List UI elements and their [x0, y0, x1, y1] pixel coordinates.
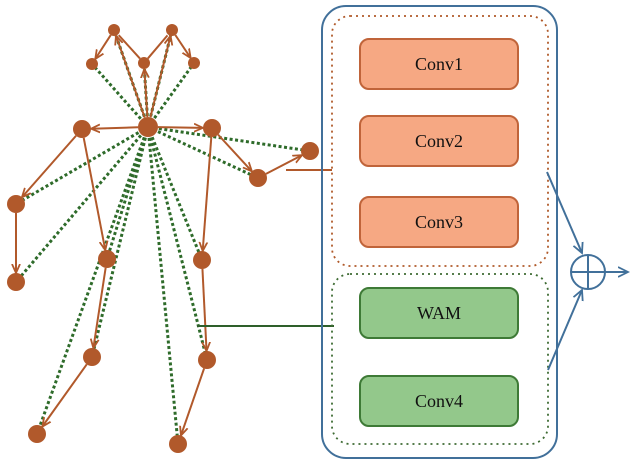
bone-lshoulder-lelbow — [23, 135, 77, 197]
skeleton-to-panel-connectors — [197, 169, 334, 327]
spatial-link-relbow — [146, 126, 204, 261]
skeleton-bones — [16, 35, 301, 435]
conv4-box — [359, 375, 519, 427]
fusion-arrow-lower — [547, 290, 582, 371]
bone-rknee-rfoot — [181, 368, 206, 435]
bone-lshoulder-lhip — [82, 137, 105, 249]
conv1-block: Conv1 — [359, 38, 519, 90]
panel-border — [321, 5, 558, 459]
conv2-box — [359, 115, 519, 167]
joint-lwrist — [7, 273, 25, 291]
bone-lknee-lfoot — [43, 363, 88, 426]
joint-lelbow — [7, 195, 25, 213]
wam-label: WAM — [417, 303, 461, 323]
spatial-link-rhand — [147, 125, 259, 180]
bone-rshoulder-relbow — [203, 136, 213, 250]
joint-headLL — [86, 58, 98, 70]
wam-box — [359, 287, 519, 339]
spatial-link-lwrist — [14, 126, 150, 283]
spatial-link-rfoot — [146, 126, 180, 445]
bone-headL-headLL — [96, 34, 112, 58]
conv4-label: Conv4 — [415, 391, 463, 411]
skeleton-joints — [7, 24, 319, 453]
joint-rfoot — [169, 435, 187, 453]
joint-headL — [108, 24, 120, 36]
conv4-block: Conv4 — [359, 375, 519, 427]
bone-center-headL — [116, 37, 146, 118]
conv2-block: Conv2 — [359, 115, 519, 167]
joint-lknee — [83, 348, 101, 366]
fusion — [546, 171, 628, 371]
bone-headC-headL — [117, 34, 141, 60]
joint-lshoulder — [73, 120, 91, 138]
bone-headC-headR — [147, 34, 169, 60]
bone-lhip-lknee — [94, 267, 107, 347]
spatial-link-headLL — [90, 63, 150, 128]
bone-headR-headRR — [174, 34, 190, 57]
joint-rshoulder — [203, 119, 221, 137]
skeleton-graph — [7, 24, 319, 453]
wam-block: WAM — [359, 287, 519, 339]
bone-center-rshoulder — [157, 127, 202, 128]
bone-center-headR — [149, 37, 170, 118]
circle-plus-icon — [570, 254, 606, 290]
fusion-arrow-upper — [546, 171, 582, 253]
conv1-box — [359, 38, 519, 90]
spatial-link-rknee — [146, 126, 209, 361]
joint-headRR — [188, 57, 200, 69]
spatial-links — [14, 29, 311, 445]
green-group-outline — [331, 273, 549, 445]
joint-lfoot — [28, 425, 46, 443]
bone-center-lshoulder — [92, 127, 139, 128]
joint-center — [138, 117, 158, 137]
joint-lhip — [98, 250, 116, 268]
conv3-block: Conv3 — [359, 196, 519, 248]
bone-rhand-rhandtip — [265, 156, 301, 175]
conv3-label: Conv3 — [415, 212, 463, 232]
conv1-label: Conv1 — [415, 54, 463, 74]
conv3-box — [359, 196, 519, 248]
conv2-label: Conv2 — [415, 131, 463, 151]
spatial-link-lelbow — [15, 125, 149, 206]
bone-relbow-rknee — [202, 268, 206, 350]
joint-rhand — [249, 169, 267, 187]
bone-rshoulder-rhand — [217, 133, 251, 171]
module-panel: Conv1 Conv2 Conv3 WAM Conv4 — [321, 5, 558, 459]
joint-relbow — [193, 251, 211, 269]
orange-group-outline — [331, 15, 549, 267]
spatial-link-headRR — [146, 62, 196, 128]
bone-center-headC — [144, 70, 147, 118]
spatial-link-lfoot — [35, 126, 150, 435]
joint-rknee — [198, 351, 216, 369]
joint-headR — [166, 24, 178, 36]
joint-rhandtip — [301, 142, 319, 160]
spatial-link-lknee — [90, 126, 150, 358]
joint-headC — [138, 57, 150, 69]
